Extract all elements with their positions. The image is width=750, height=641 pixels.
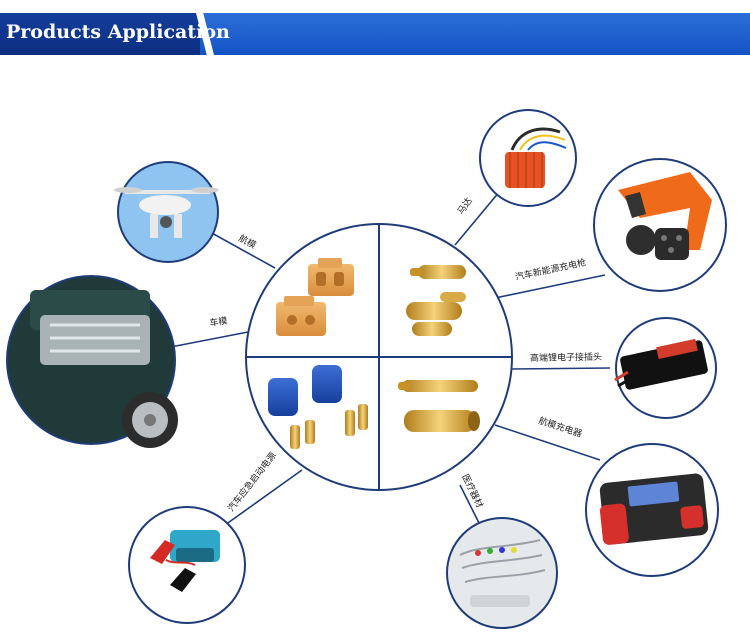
xt-connector-image — [276, 258, 354, 336]
title-tab — [0, 13, 200, 55]
label-car-model: 车模 — [209, 315, 229, 329]
car-jump-starter-circle — [128, 506, 246, 624]
lipo-battery-circle — [614, 317, 717, 419]
aircraft-model-circle — [114, 161, 219, 263]
banana-plug-image — [398, 380, 480, 432]
model-charger-circle — [585, 443, 719, 577]
bullet-connector-image — [406, 265, 466, 336]
car-model-circle — [6, 275, 178, 448]
label-lipo-battery-connector: 高端锂电子接插头 — [530, 351, 602, 364]
page-title: Products Application — [6, 21, 230, 43]
label-ev-charger-gun: 汽车新能源充电枪 — [514, 256, 587, 283]
connector-lines — [144, 184, 611, 526]
ec-connector-image — [268, 365, 368, 449]
motor-circle — [479, 109, 577, 207]
label-model-charger: 航模充电器 — [537, 414, 584, 439]
label-motor: 马达 — [455, 195, 475, 217]
medical-equipment-circle — [446, 517, 558, 629]
section-header: Products Application — [0, 13, 750, 55]
label-car-jump-starter: 汽车应急启动电源 — [225, 450, 279, 514]
central-product-circle — [245, 223, 513, 491]
ev-charger-gun-circle — [593, 158, 727, 292]
